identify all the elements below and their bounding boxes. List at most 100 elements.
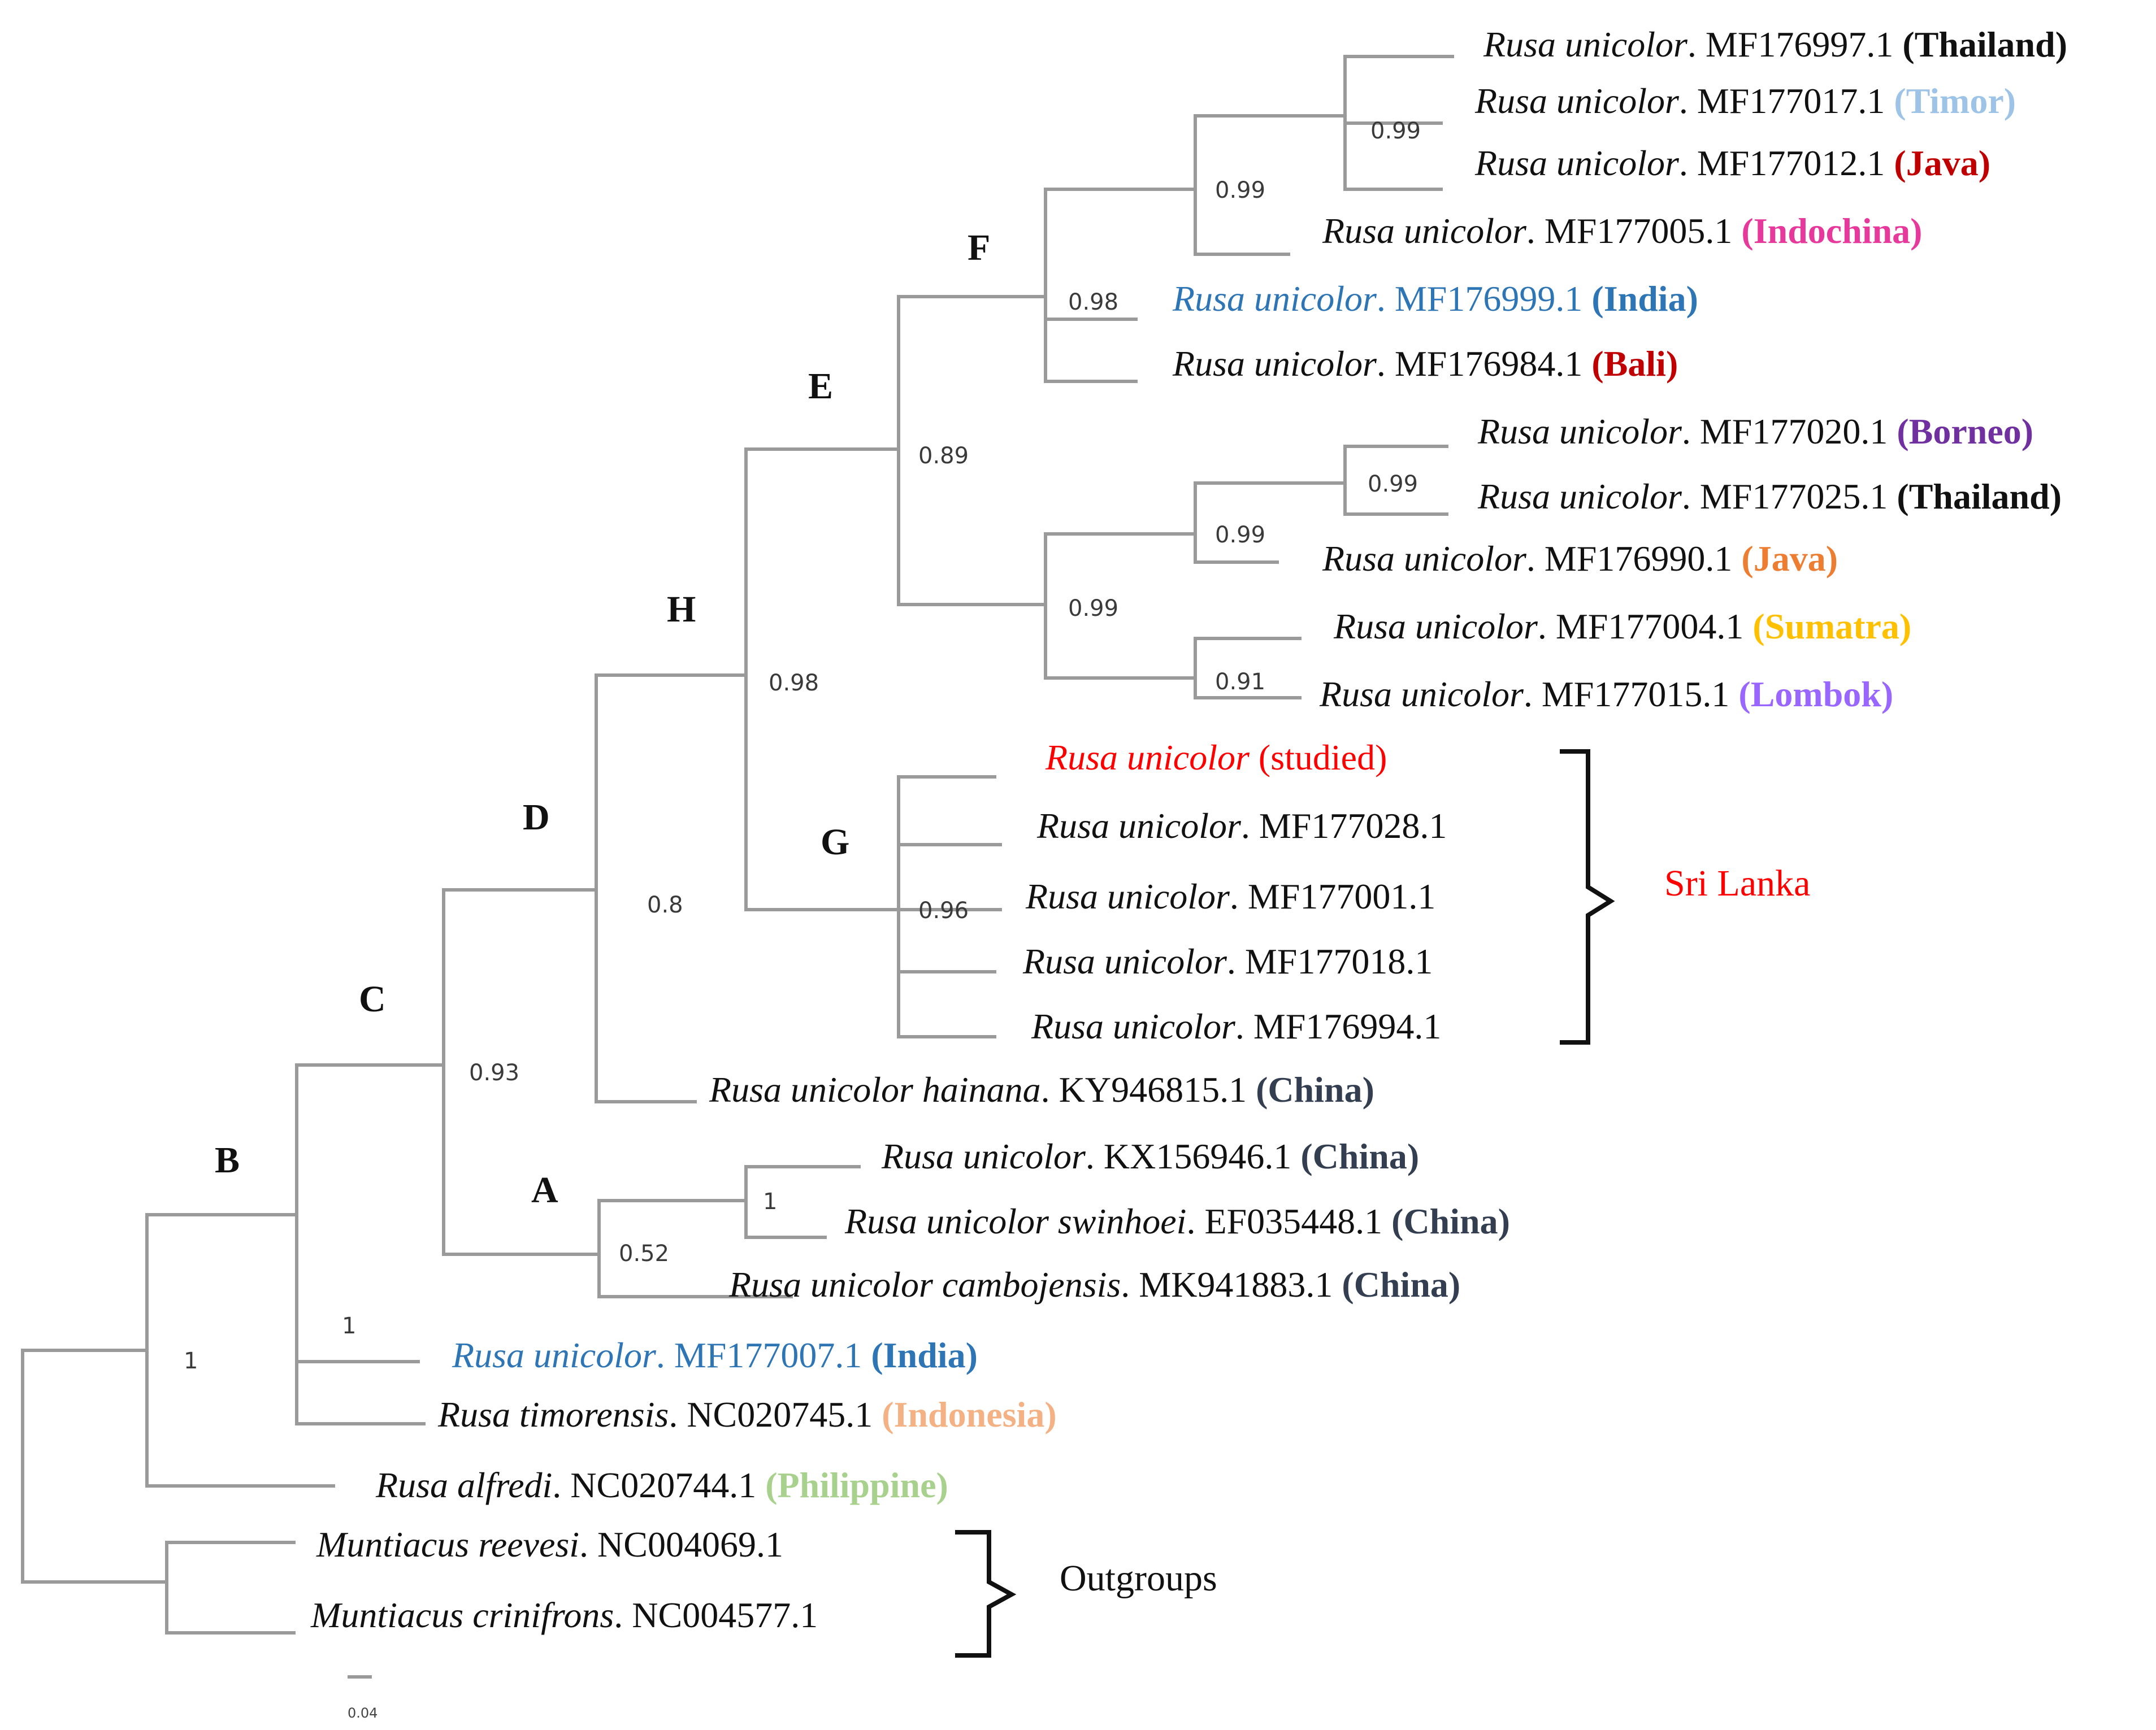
tip-label: Rusa alfredi. NC020744.1 (Philippine)	[375, 1465, 948, 1505]
tip-accession: . MF177004.1	[1538, 606, 1753, 646]
tip-accession: . MK941883.1	[1121, 1264, 1342, 1305]
tip-species: Muntiacus crinifrons	[310, 1595, 614, 1635]
tip-species: Rusa unicolor	[1036, 806, 1242, 846]
tip-species: Rusa unicolor	[1172, 279, 1377, 319]
tip-accession: . MF177007.1	[656, 1335, 871, 1375]
tip-region: (India)	[1591, 279, 1698, 319]
tip-accession: . MF176997.1	[1688, 24, 1903, 64]
branch	[1343, 445, 1448, 516]
branch	[1194, 637, 1302, 699]
tip-label: Rusa unicolor. MF177004.1 (Sumatra)	[1333, 606, 1911, 646]
tip-accession: . MF177005.1	[1526, 211, 1742, 251]
tip-accession: . MF177018.1	[1227, 941, 1433, 981]
tip-label: Rusa unicolor. MF177005.1 (Indochina)	[1322, 211, 1922, 251]
bracket-line	[1560, 749, 1615, 1045]
branch	[442, 888, 601, 1256]
tip-region: (Thailand)	[1902, 24, 2067, 64]
outgroups-bracket: Outgroups	[955, 1530, 1217, 1658]
tip-label: Rusa unicolor. MF177025.1 (Thailand)	[1477, 476, 2062, 516]
support-value: 0.99	[1370, 118, 1421, 144]
clade-label: D	[523, 797, 550, 838]
tip-label: Rusa unicolor. KX156946.1 (China)	[881, 1136, 1419, 1176]
tip-region: (India)	[871, 1335, 978, 1375]
scale-bar-label: 0.04	[348, 1705, 378, 1721]
tip-species: Rusa unicolor	[1477, 411, 1682, 451]
support-value: 0.99	[1215, 522, 1265, 548]
tip-label: Rusa unicolor. MF176999.1 (India)	[1172, 279, 1698, 319]
tip-accession: . NC004069.1	[579, 1524, 783, 1564]
tip-label: Rusa unicolor. MF176997.1 (Thailand)	[1483, 24, 2067, 64]
tip-region: (China)	[1256, 1070, 1374, 1110]
tip-label: Rusa unicolor. MF177007.1 (India)	[452, 1335, 978, 1375]
tip-region: (Thailand)	[1897, 476, 2062, 516]
branch	[897, 775, 996, 1038]
tip-species: Rusa unicolor	[1319, 674, 1524, 714]
bracket-line	[955, 1530, 1017, 1658]
tip-label: Rusa unicolor swinhoei. EF035448.1 (Chin…	[844, 1201, 1510, 1241]
tip-region: (Sumatra)	[1752, 606, 1911, 646]
tip-label: Rusa unicolor cambojensis. MK941883.1 (C…	[728, 1264, 1460, 1305]
tip-accession: . MF177017.1	[1679, 81, 1894, 121]
branch	[1044, 188, 1138, 383]
tip-species: Rusa unicolor cambojensis	[728, 1264, 1121, 1305]
tip-species: Rusa unicolor hainana	[709, 1070, 1041, 1110]
tip-label: Rusa unicolor. MF177020.1 (Borneo)	[1477, 411, 2033, 451]
tip-label: Rusa unicolor. MF177017.1 (Timor)	[1474, 81, 2016, 121]
tip-region: (Timor)	[1894, 81, 2016, 121]
tip-label: Rusa unicolor. MF177015.1 (Lombok)	[1319, 674, 1893, 714]
branch	[165, 1541, 296, 1635]
tip-region: (China)	[1300, 1136, 1419, 1176]
branch	[1343, 55, 1443, 191]
tip-region: (Indonesia)	[882, 1394, 1056, 1435]
branch	[744, 1165, 827, 1239]
support-value: 1	[342, 1313, 356, 1339]
tip-region: (Philippine)	[765, 1465, 948, 1505]
scale-bar: 0.04	[348, 1675, 378, 1721]
tip-accession: . MF177012.1	[1679, 143, 1894, 183]
tip-region: (China)	[1391, 1201, 1510, 1241]
tip-region: (Java)	[1894, 143, 1990, 183]
tip-label: Rusa unicolor. MF176984.1 (Bali)	[1172, 344, 1678, 384]
tip-species: Rusa unicolor	[1474, 143, 1680, 183]
tip-region: (Indochina)	[1741, 211, 1922, 251]
branch	[1044, 532, 1197, 680]
tip-accession: . MF176999.1	[1377, 279, 1592, 319]
branch	[897, 295, 1047, 606]
bracket-label: Sri Lanka	[1664, 863, 1810, 904]
clade-label: C	[359, 979, 386, 1020]
tip-species: Rusa unicolor	[1025, 876, 1230, 916]
support-value: 0.99	[1068, 595, 1118, 621]
tip-species: Rusa unicolor swinhoei	[844, 1201, 1186, 1241]
tip-species: Rusa unicolor	[1172, 344, 1377, 384]
support-value: 0.93	[469, 1060, 519, 1086]
tip-accession: . KY946815.1	[1041, 1070, 1256, 1110]
tip-accession: . MF176990.1	[1526, 538, 1742, 579]
clade-label: E	[808, 366, 833, 407]
tip-accession: . MF177028.1	[1241, 806, 1447, 846]
branch	[597, 1199, 748, 1256]
tip-species: Rusa timorensis	[437, 1394, 669, 1435]
branch	[744, 447, 1002, 911]
tip-species: Rusa unicolor	[1477, 476, 1682, 516]
tip-species: Rusa unicolor	[1322, 211, 1527, 251]
tip-accession: . MF177020.1	[1682, 411, 1897, 451]
tip-region: (Lombok)	[1738, 674, 1893, 714]
tip-label: Rusa unicolor. MF177012.1 (Java)	[1474, 143, 1990, 183]
tip-species: Rusa unicolor	[1045, 737, 1250, 777]
tip-accession: . MF177025.1	[1682, 476, 1897, 516]
tip-species: Rusa unicolor	[1022, 941, 1227, 981]
support-value: 0.99	[1215, 177, 1265, 203]
support-value: 0.96	[918, 898, 969, 924]
sri-lanka-bracket: Sri Lanka	[1560, 749, 1810, 1045]
tip-label: Rusa unicolor. MF176990.1 (Java)	[1322, 538, 1838, 579]
tip-accession: . KX156946.1	[1086, 1136, 1300, 1176]
tip-accession: . MF176994.1	[1235, 1006, 1442, 1046]
tip-accession: . MF177001.1	[1230, 876, 1436, 916]
clade-label: A	[531, 1170, 558, 1211]
clade-labels: F E H D G C B A	[215, 227, 990, 1211]
branch	[595, 673, 697, 1103]
tip-region: (Bali)	[1591, 344, 1678, 384]
clade-label: G	[821, 821, 849, 863]
branch	[1194, 481, 1279, 564]
tip-label: Rusa unicolor. MF177001.1	[1025, 876, 1435, 916]
